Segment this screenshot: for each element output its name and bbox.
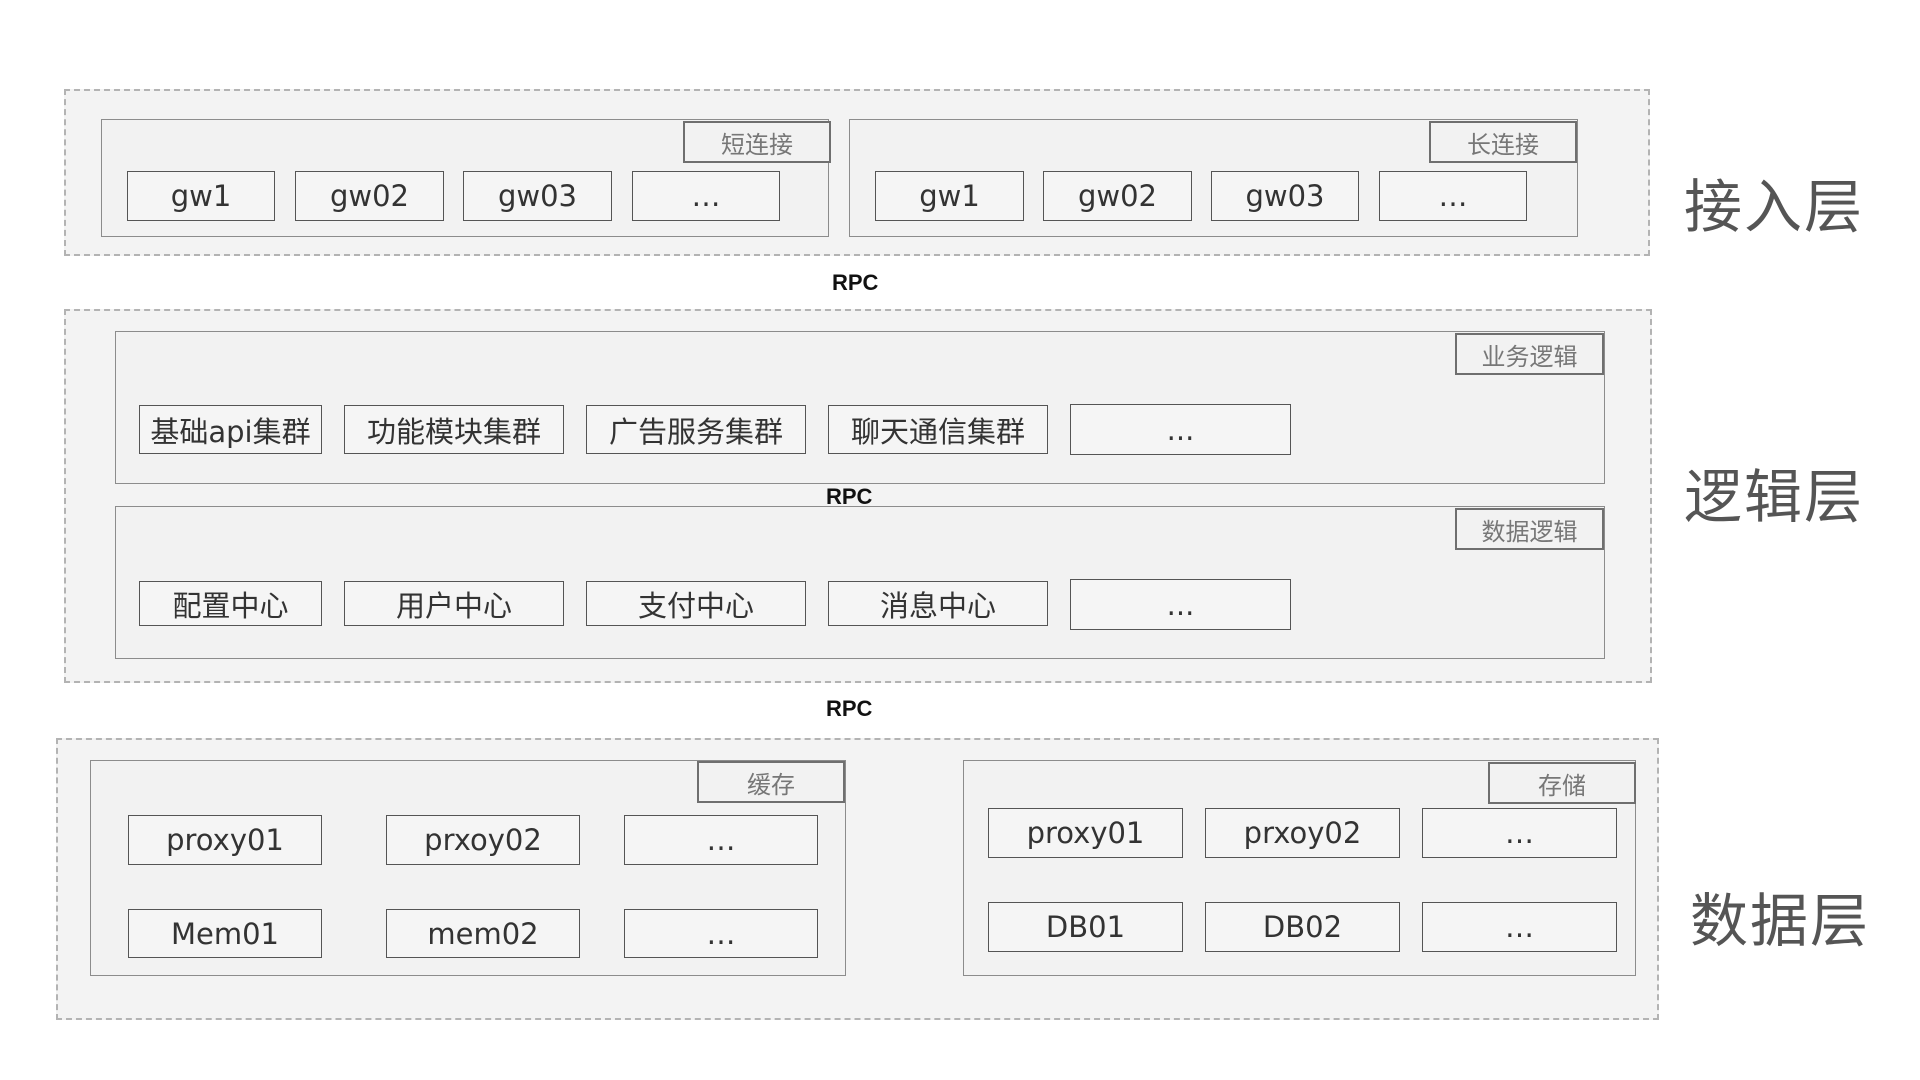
storage-proxy-node[interactable]: prxoy02 bbox=[1205, 808, 1400, 858]
data-layer: 缓存 proxy01 prxoy02 … Mem01 mem02 … 存储 pr… bbox=[56, 738, 1659, 1020]
storage-group: 存储 proxy01 prxoy02 … DB01 DB02 … bbox=[963, 760, 1636, 976]
logic-layer: 业务逻辑 基础api集群 功能模块集群 广告服务集群 聊天通信集群 ... 数据… bbox=[64, 309, 1652, 683]
gateway-more-node[interactable]: … bbox=[632, 171, 780, 221]
rpc-label: RPC bbox=[832, 270, 879, 295]
storage-more-node[interactable]: … bbox=[1422, 808, 1617, 858]
center-more-node[interactable]: ... bbox=[1070, 579, 1291, 630]
short-connection-group: 短连接 gw1 gw02 gw03 … bbox=[101, 119, 831, 237]
center-node[interactable]: 用户中心 bbox=[344, 581, 564, 626]
database-more-node[interactable]: … bbox=[1422, 902, 1617, 952]
data-logic-tag: 数据逻辑 bbox=[1455, 508, 1604, 550]
business-logic-group: 业务逻辑 基础api集群 功能模块集群 广告服务集群 聊天通信集群 ... bbox=[115, 331, 1605, 484]
cache-group: 缓存 proxy01 prxoy02 … Mem01 mem02 … bbox=[90, 760, 846, 976]
center-node[interactable]: 配置中心 bbox=[139, 581, 322, 626]
access-layer: 短连接 gw1 gw02 gw03 … 长连接 gw1 gw02 gw03 … bbox=[64, 89, 1650, 256]
storage-proxy-node[interactable]: proxy01 bbox=[988, 808, 1183, 858]
database-node[interactable]: DB02 bbox=[1205, 902, 1400, 952]
service-cluster-node[interactable]: 聊天通信集群 bbox=[828, 405, 1048, 454]
storage-tag: 存储 bbox=[1488, 762, 1636, 804]
memcache-node[interactable]: mem02 bbox=[386, 909, 580, 958]
service-cluster-node[interactable]: 基础api集群 bbox=[139, 405, 322, 454]
gateway-node[interactable]: gw02 bbox=[1043, 171, 1192, 221]
memcache-more-node[interactable]: … bbox=[624, 909, 818, 958]
cache-tag: 缓存 bbox=[697, 761, 845, 803]
database-node[interactable]: DB01 bbox=[988, 902, 1183, 952]
center-node[interactable]: 支付中心 bbox=[586, 581, 806, 626]
business-logic-tag: 业务逻辑 bbox=[1455, 333, 1604, 375]
rpc-label: RPC bbox=[826, 484, 873, 509]
service-cluster-node[interactable]: 功能模块集群 bbox=[344, 405, 564, 454]
service-more-node[interactable]: ... bbox=[1070, 404, 1291, 455]
data-logic-group: 数据逻辑 配置中心 用户中心 支付中心 消息中心 ... bbox=[115, 506, 1605, 659]
cache-proxy-node[interactable]: prxoy02 bbox=[386, 815, 580, 865]
cache-more-node[interactable]: … bbox=[624, 815, 818, 865]
access-layer-label: 接入层 bbox=[1684, 173, 1865, 241]
gateway-node[interactable]: gw03 bbox=[463, 171, 612, 221]
gateway-more-node[interactable]: … bbox=[1379, 171, 1527, 221]
service-cluster-node[interactable]: 广告服务集群 bbox=[586, 405, 806, 454]
data-layer-label: 数据层 bbox=[1690, 887, 1871, 955]
gateway-node[interactable]: gw02 bbox=[295, 171, 444, 221]
rpc-label: RPC bbox=[826, 696, 873, 721]
long-connection-group: 长连接 gw1 gw02 gw03 … bbox=[849, 119, 1578, 237]
gateway-node[interactable]: gw03 bbox=[1211, 171, 1359, 221]
memcache-node[interactable]: Mem01 bbox=[128, 909, 322, 958]
gateway-node[interactable]: gw1 bbox=[875, 171, 1024, 221]
gateway-node[interactable]: gw1 bbox=[127, 171, 275, 221]
short-connection-tag: 短连接 bbox=[683, 121, 831, 163]
center-node[interactable]: 消息中心 bbox=[828, 581, 1048, 626]
logic-layer-label: 逻辑层 bbox=[1684, 463, 1865, 531]
long-connection-tag: 长连接 bbox=[1429, 121, 1577, 163]
cache-proxy-node[interactable]: proxy01 bbox=[128, 815, 322, 865]
